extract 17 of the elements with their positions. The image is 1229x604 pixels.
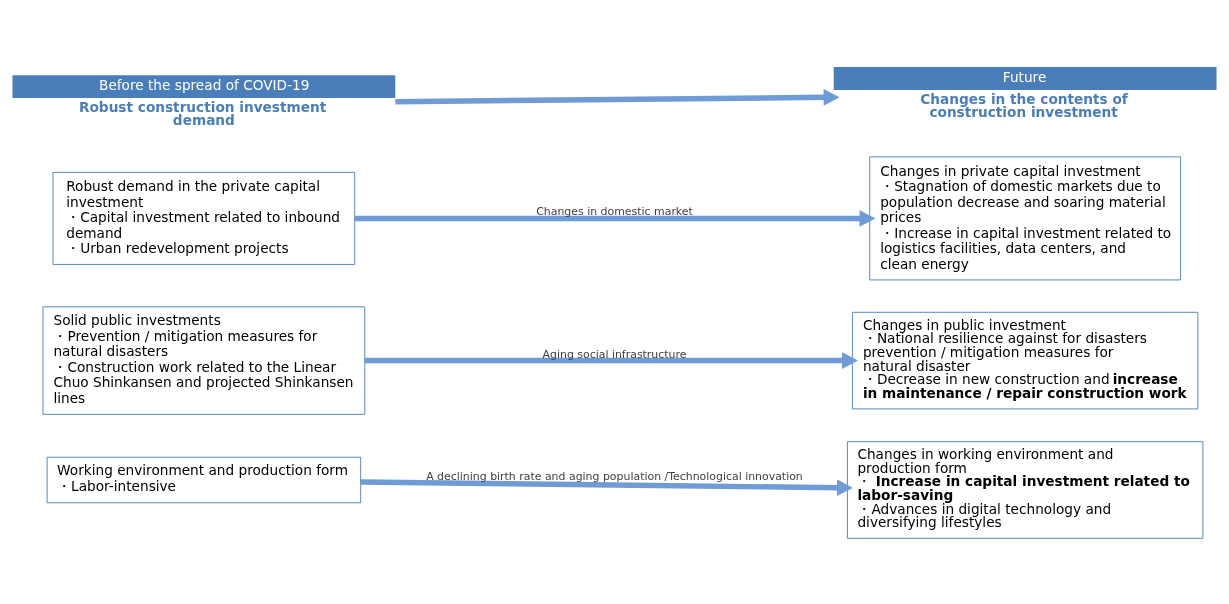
node-box: Before the spread of COVID-19 xyxy=(12,74,396,98)
edge-label: A declining birth rate and aging population /Technological innovation xyxy=(426,469,803,483)
node-box: Robust demand in the private capital investment ・Capital investment related to inbound demand ・Urban redevelopment projects xyxy=(52,171,356,265)
node-box: Solid public investments ・Prevention / mitigation measures for natural disasters ・Construction work related to the Linear Chuo Shinkansen and projected Shinkansen lines xyxy=(42,305,366,415)
arrow xyxy=(360,478,853,496)
node-box: Changes in public investment ・National resilience against for disasters prevention / mitigation measures for natural disaster ・Decrease in new construction and increase in maintenance / repair construction work xyxy=(851,311,1199,409)
node-box: Working environment and production form ・Labor-intensive xyxy=(46,456,362,503)
node-box: Changes in working environment and production form ・Increase in capital investment related to labor-saving ・Advances in digital technology and diversifying lifestyles xyxy=(846,440,1204,539)
edge-label: Changes in domestic market xyxy=(536,204,693,218)
arrow xyxy=(364,351,858,369)
arrow xyxy=(395,88,840,106)
node-box: Future xyxy=(833,66,1217,90)
edge-label: Aging social infrastructure xyxy=(542,347,687,361)
node-box: Changes in private capital investment ・Stagnation of domestic markets due to population decrease and soaring material prices ・Increase in capital investment related to logistics facilities, data centers, and clean energy xyxy=(869,155,1181,280)
node-label: Changes in the contents of construction investment xyxy=(920,90,1128,120)
arrow xyxy=(354,209,876,227)
node-label: Robust construction investment demand xyxy=(78,98,327,128)
